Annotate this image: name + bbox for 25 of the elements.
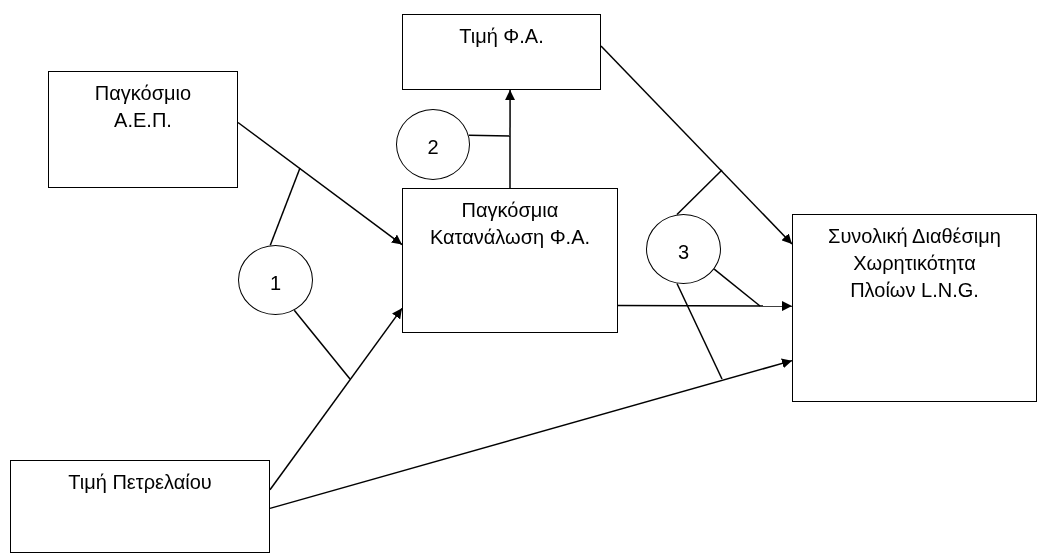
- process-box: [402, 14, 601, 90]
- arrow: [269, 307, 403, 491]
- arrow: [269, 358, 793, 510]
- process-box: [48, 71, 238, 188]
- box-label: Συνολική Διαθέσιμη Χωρητικότητα Πλοίων L.N.G.: [827, 224, 1002, 303]
- box-label: Τιμή Πετρελαίου: [68, 470, 212, 495]
- process-box: [402, 188, 618, 333]
- process-box: [792, 214, 1037, 402]
- box-label: Παγκόσμιο Α.Ε.Π.: [93, 81, 193, 133]
- arrow: [617, 301, 793, 312]
- circle-number: 3: [677, 239, 690, 265]
- leader-line: [269, 167, 301, 247]
- process-box: [10, 460, 270, 553]
- box-label: Τιμή Φ.Α.: [459, 24, 544, 49]
- arrow: [237, 121, 403, 246]
- leader-line: [713, 268, 761, 307]
- arrow: [505, 89, 516, 189]
- leader-line: [676, 169, 723, 216]
- box-label: Παγκόσμια Κατανάλωση Φ.Α.: [428, 198, 592, 250]
- leader-line: [468, 134, 511, 137]
- leader-line: [293, 309, 351, 380]
- circle-number: 1: [269, 270, 282, 296]
- circle-number: 2: [427, 135, 439, 160]
- leader-line: [676, 282, 723, 380]
- arrow: [600, 45, 793, 245]
